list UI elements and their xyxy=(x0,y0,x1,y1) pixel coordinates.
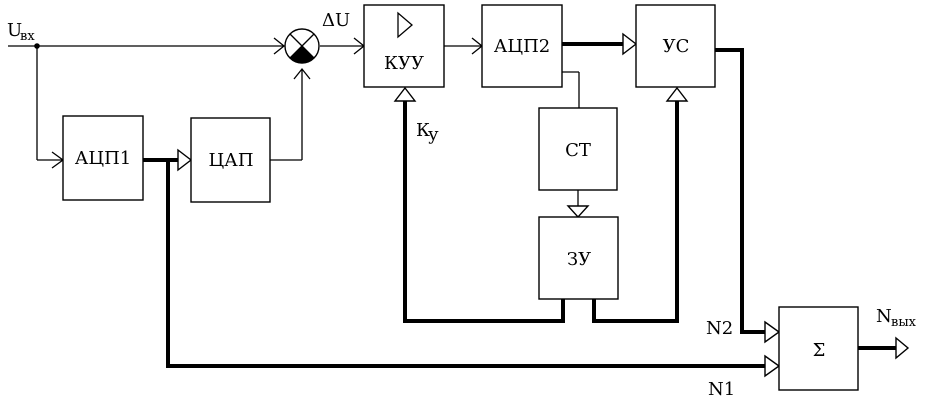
block-dac-label: ЦАП xyxy=(208,150,253,171)
block-kuu: КУУ xyxy=(363,4,445,88)
n1-label: N1 xyxy=(708,379,735,400)
block-kuu-label: КУУ xyxy=(384,53,424,74)
gain-label-main: К xyxy=(416,120,430,141)
input-label-main: U xyxy=(7,20,22,41)
amplifier-icon xyxy=(397,11,413,39)
summing-junction xyxy=(284,28,320,64)
block-us: УС xyxy=(635,4,716,88)
thin-signal-lines xyxy=(8,45,580,206)
block-zu: ЗУ xyxy=(538,216,619,300)
input-branch-node xyxy=(34,43,40,49)
block-st-label: СТ xyxy=(565,140,591,161)
input-label-sub: вх xyxy=(20,29,35,44)
block-adc1: АЦП1 xyxy=(62,115,144,201)
output-label: N вых xyxy=(876,306,917,330)
block-zu-label: ЗУ xyxy=(567,249,591,270)
block-adc2: АЦП2 xyxy=(481,4,563,88)
block-sum: Σ xyxy=(778,306,859,391)
block-st: СТ xyxy=(538,107,618,191)
block-sum-label: Σ xyxy=(813,340,826,361)
delta-u-label: ΔU xyxy=(322,10,350,31)
gain-label: К у xyxy=(416,120,439,145)
bus-lines xyxy=(143,42,896,368)
input-label: U вх xyxy=(7,20,35,44)
block-dac: ЦАП xyxy=(190,117,271,203)
output-label-sub: вых xyxy=(891,315,917,330)
block-adc2-label: АЦП2 xyxy=(494,36,550,57)
block-us-label: УС xyxy=(663,36,690,57)
n2-label: N2 xyxy=(706,318,733,339)
output-label-main: N xyxy=(876,306,892,327)
block-adc1-label: АЦП1 xyxy=(75,148,131,169)
bus-arrowheads xyxy=(177,32,910,378)
gain-label-sub: у xyxy=(428,124,439,145)
